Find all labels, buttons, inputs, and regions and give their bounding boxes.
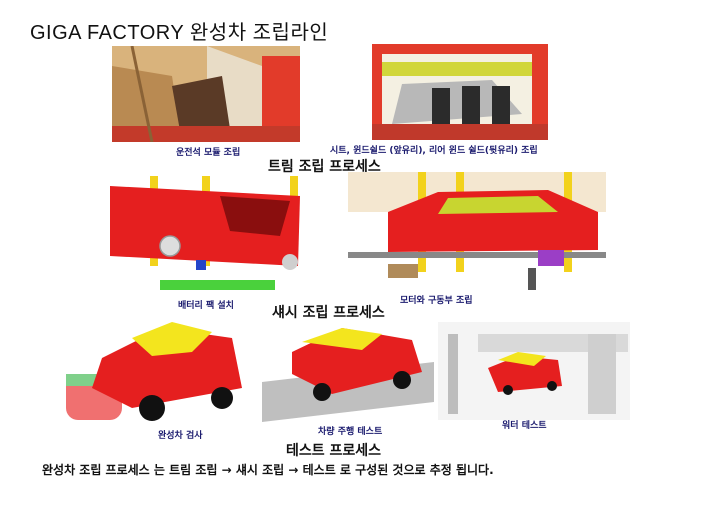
- caption-driving-test: 차량 주행 테스트: [318, 427, 383, 437]
- motor-drivetrain-illustration: [348, 172, 606, 290]
- section-title-test: 테스트 프로세스: [286, 443, 382, 459]
- cockpit-module-illustration: [112, 46, 300, 142]
- caption-water-test: 워터 테스트: [502, 421, 547, 431]
- process-summary: 완성차 조립 프로세스 는 트림 조립 → 섀시 조립 → 테스트 로 구성된 …: [42, 463, 494, 477]
- vehicle-inspection-illustration: [62, 318, 252, 426]
- water-test-illustration: [438, 322, 630, 420]
- driving-test-illustration: [262, 322, 434, 424]
- caption-inspection: 완성차 검사: [158, 431, 203, 441]
- page-title: GIGA FACTORY 완성차 조립라인: [30, 22, 329, 44]
- seat-windshield-illustration: [372, 44, 548, 140]
- section-title-chassis: 섀시 조립 프로세스: [272, 305, 385, 321]
- caption-cockpit: 운전석 모듈 조립: [176, 148, 241, 158]
- caption-seat-windshield: 시트, 윈드쉴드 (앞유리), 리어 윈드 쉴드(뒷유리) 조립: [330, 146, 538, 156]
- caption-motor-drive: 모터와 구동부 조립: [400, 296, 473, 306]
- caption-battery: 배터리 팩 설치: [178, 301, 234, 311]
- section-title-trim: 트림 조립 프로세스: [268, 159, 381, 175]
- battery-pack-illustration: [110, 176, 308, 294]
